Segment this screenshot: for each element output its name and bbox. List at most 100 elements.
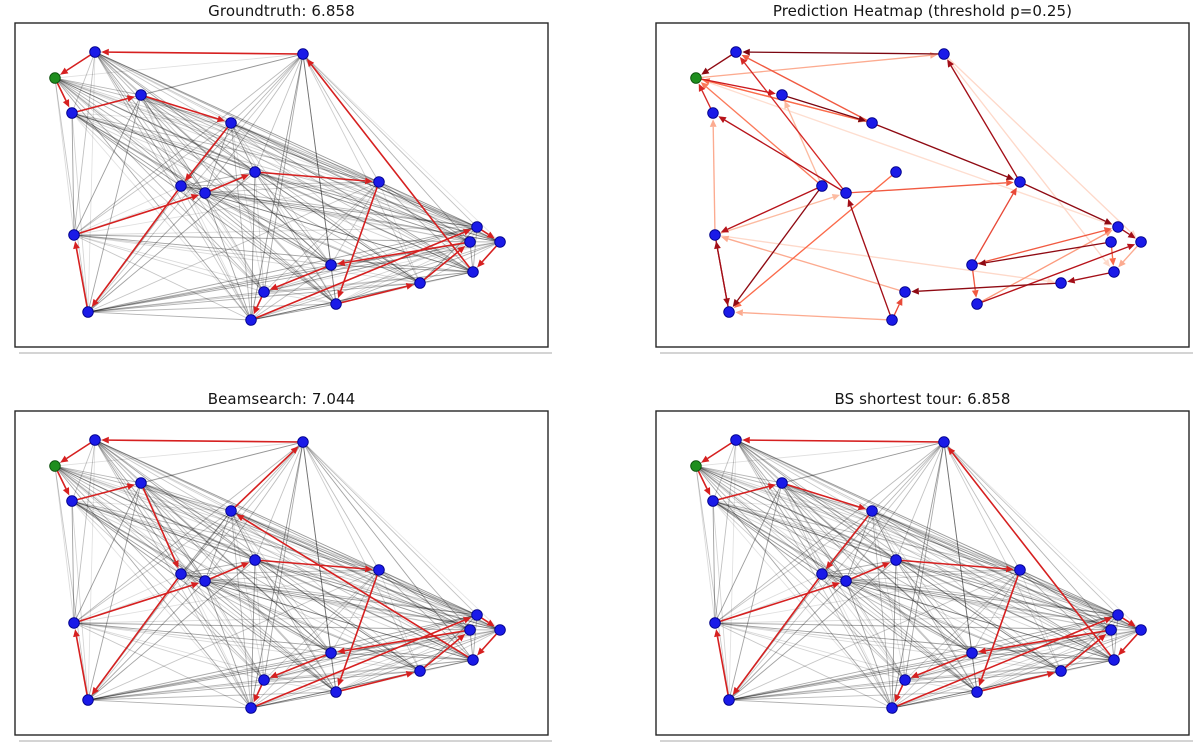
complete-graph-edge <box>263 441 304 681</box>
graph-node <box>373 564 385 576</box>
complete-graph-edge <box>71 439 96 502</box>
heatmap-edge <box>728 238 906 293</box>
complete-graph-edge <box>971 652 1115 661</box>
complete-graph-edge <box>976 614 1119 693</box>
graph-node <box>225 505 237 517</box>
tour-edge-arrowhead <box>947 446 956 455</box>
complete-graph-edge <box>230 122 265 293</box>
tour-edge-arrowhead <box>337 647 346 655</box>
complete-graph-edge <box>419 659 474 672</box>
complete-graph-edge <box>735 439 978 693</box>
complete-graph-edge <box>54 465 265 681</box>
complete-graph-edge <box>695 465 730 701</box>
complete-graph-edge <box>714 569 1021 624</box>
tour-edge-arrowhead <box>701 455 710 463</box>
complete-graph-edge <box>94 51 471 243</box>
graph-node <box>707 495 719 507</box>
complete-graph-edge <box>895 441 945 561</box>
heatmap-edge <box>714 234 1048 282</box>
heatmap-edge-arrowhead <box>1010 187 1017 196</box>
complete-graph-edge <box>180 185 265 293</box>
complete-graph-edge <box>1019 569 1062 672</box>
heatmap-edge-arrowhead <box>718 116 727 124</box>
tour-edge-arrowhead <box>337 259 346 267</box>
complete-graph-edge <box>73 234 332 266</box>
complete-graph-edge <box>378 569 421 672</box>
complete-graph-edge <box>781 441 945 484</box>
complete-graph-edge <box>302 53 501 243</box>
tour-edge-arrowhead <box>240 562 250 569</box>
tour-edge-arrowhead <box>1103 617 1113 624</box>
complete-graph-edge <box>71 500 471 631</box>
tour-edge <box>845 564 884 582</box>
complete-graph-edge <box>712 500 716 624</box>
complete-graph-edge <box>140 482 337 693</box>
complete-graph-edge <box>904 659 1115 681</box>
complete-graph-edge <box>330 264 474 273</box>
complete-graph-edge <box>71 112 256 173</box>
complete-graph-edge <box>230 122 471 243</box>
complete-graph-edge <box>895 559 973 654</box>
complete-graph-edge <box>302 441 421 672</box>
complete-graph-edge <box>871 510 1115 661</box>
tour-edge-arrowhead <box>825 561 834 570</box>
complete-graph-edge <box>140 53 304 96</box>
tour-edge-arrowhead <box>732 686 740 695</box>
graph-node <box>938 48 950 60</box>
complete-graph-edge <box>845 580 893 709</box>
complete-graph-edge <box>73 53 304 236</box>
graph-node <box>467 266 479 278</box>
graph-node <box>966 647 978 659</box>
heatmap-edge <box>786 107 823 187</box>
heatmap-edge-arrowhead <box>831 193 841 201</box>
complete-graph-edge <box>87 291 265 313</box>
complete-graph-edge <box>94 439 256 561</box>
tour-edge-arrowhead <box>190 581 200 589</box>
complete-graph-edge <box>695 465 716 624</box>
complete-graph-edge <box>254 53 304 173</box>
tour-edge-arrowhead <box>269 671 279 678</box>
complete-graph-edge <box>472 226 478 273</box>
graph-node <box>707 107 719 119</box>
complete-graph-edge <box>73 234 471 243</box>
complete-graph-edge <box>714 622 1142 631</box>
complete-graph-edge <box>73 569 380 624</box>
complete-graph-edge <box>204 192 501 243</box>
complete-graph-edge <box>871 510 1119 616</box>
complete-graph-edge <box>302 441 380 571</box>
tour-edge-arrowhead <box>91 298 99 307</box>
heatmap-edge <box>706 86 823 187</box>
complete-graph-edge <box>250 264 332 321</box>
tour-edge <box>339 181 380 292</box>
complete-graph-edge <box>204 580 501 631</box>
complete-graph-edge <box>728 439 737 701</box>
complete-graph-edge <box>71 500 501 631</box>
tour-edge <box>254 171 366 182</box>
complete-graph-edge <box>54 465 421 672</box>
heatmap-edge <box>743 62 847 194</box>
graph-node <box>82 306 94 318</box>
complete-graph-edge <box>845 569 1021 582</box>
tour-edge-arrowhead <box>486 231 495 239</box>
complete-graph-edge <box>54 77 89 313</box>
tour-edge <box>276 264 332 288</box>
graph-node <box>464 236 476 248</box>
graph-node <box>776 89 788 101</box>
complete-graph-edge <box>714 622 1112 631</box>
graph-node <box>494 236 506 248</box>
complete-graph-edge <box>821 573 906 681</box>
complete-graph-edge <box>254 171 337 305</box>
complete-graph-edge <box>54 465 380 571</box>
complete-graph-edge <box>263 271 474 293</box>
heatmap-edge-arrowhead <box>947 59 954 68</box>
complete-graph-edge <box>871 510 973 654</box>
complete-graph-edge <box>71 112 182 187</box>
complete-graph-edge <box>845 580 1142 631</box>
complete-graph-edge <box>73 234 265 293</box>
tour-edge-arrowhead <box>857 503 867 511</box>
complete-graph-edge <box>712 439 737 502</box>
complete-graph-edge <box>728 482 783 701</box>
graph-node <box>297 436 309 448</box>
graph-node <box>330 686 342 698</box>
heatmap-edge-arrowhead <box>1046 277 1055 285</box>
